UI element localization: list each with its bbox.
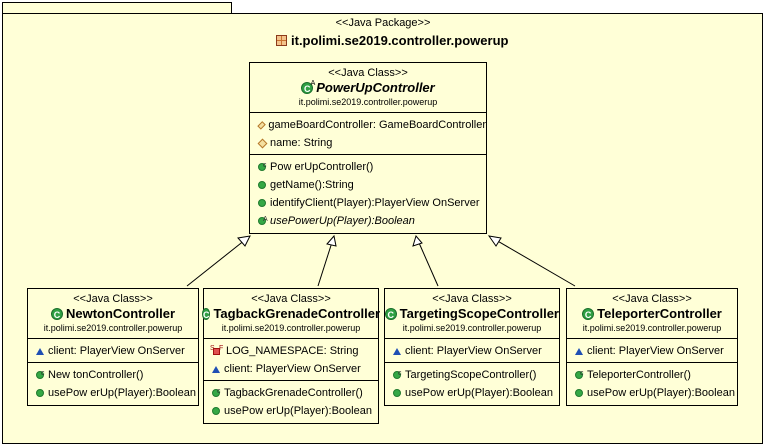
class-header: <<Java Class>> C NewtonController it.pol… — [28, 289, 198, 335]
edge-teleporter — [488, 235, 576, 287]
method-row: usePow erUp(Player):Boolean — [385, 384, 559, 402]
package-title: it.polimi.se2019.controller.powerup — [276, 33, 508, 48]
class-title: C TargetingScopeController — [385, 306, 559, 322]
attributes-section: client: PlayerView OnServer — [28, 338, 198, 362]
public-method-icon — [212, 407, 220, 415]
method-row: usePow erUp(Player):Boolean — [567, 384, 737, 402]
arrowhead-teleporter — [487, 235, 502, 247]
public-method-icon — [393, 389, 401, 397]
class-box-newtoncontroller[interactable]: <<Java Class>> C NewtonController it.pol… — [27, 288, 199, 406]
public-method-icon — [258, 181, 266, 189]
class-stereotype: <<Java Class>> — [251, 293, 331, 305]
class-package: it.polimi.se2019.controller.powerup — [402, 323, 542, 333]
class-box-targetingscopecontroller[interactable]: <<Java Class>> C TargetingScopeControlle… — [384, 288, 560, 406]
attributes-section: client: PlayerView OnServer — [385, 338, 559, 362]
package-field-icon — [575, 347, 583, 355]
method-row: usePow erUp(Player):Boolean — [204, 402, 378, 420]
static-final-field-icon: SF — [210, 345, 223, 356]
public-method-icon — [575, 389, 583, 397]
class-icon: C — [201, 308, 211, 320]
package-icon — [276, 35, 287, 46]
abstract-method-icon: A — [258, 216, 268, 225]
class-title: C TagbackGrenadeController — [201, 306, 381, 322]
protected-field-icon — [257, 120, 267, 130]
class-stereotype: <<Java Class>> — [432, 293, 512, 305]
class-box-tagbackgrenadecontroller[interactable]: <<Java Class>> C TagbackGrenadeControlle… — [201, 288, 381, 424]
arrowhead-newton — [237, 235, 251, 247]
package-field-icon — [212, 365, 220, 373]
class-package: it.polimi.se2019.controller.powerup — [221, 323, 361, 333]
attributes-section: gameBoardController: GameBoardController… — [250, 112, 486, 154]
attributes-section: client: PlayerView OnServer — [567, 338, 737, 362]
public-method-icon — [36, 389, 44, 397]
method-row: identifyClient(Player):PlayerView OnServ… — [250, 194, 486, 212]
package-stereotype: <<Java Package>> — [335, 17, 431, 29]
package-name: it.polimi.se2019.controller.powerup — [291, 33, 509, 48]
protected-field-icon — [257, 138, 268, 148]
constructor-icon: c — [393, 370, 402, 379]
package-tab — [2, 2, 232, 14]
method-row: getName():String — [250, 176, 486, 194]
class-icon: C — [50, 308, 63, 320]
class-header: <<Java Class>> C TargetingScopeControlle… — [385, 289, 559, 335]
constructor-icon: c — [212, 388, 221, 397]
attribute-row: client: PlayerView OnServer — [567, 342, 737, 360]
constructor-icon: c — [575, 370, 584, 379]
class-icon: C — [385, 308, 397, 320]
edge-newton — [186, 235, 251, 287]
attribute-row: client: PlayerView OnServer — [385, 342, 559, 360]
class-name: TeleporterController — [597, 306, 722, 321]
attribute-row: client: PlayerView OnServer — [204, 360, 378, 378]
constructor-icon: c — [258, 162, 267, 171]
class-title: C TeleporterController — [567, 306, 737, 322]
arrowhead-targeting — [412, 234, 423, 247]
method-row: usePow erUp(Player):Boolean — [28, 384, 198, 402]
attribute-row: SFLOG_NAMESPACE: String — [204, 342, 378, 360]
class-package: it.polimi.se2019.controller.powerup — [298, 97, 438, 107]
attribute-row: name: String — [250, 134, 486, 152]
attribute-row: client: PlayerView OnServer — [28, 342, 198, 360]
class-header: <<Java Class>> C TagbackGrenadeControlle… — [201, 289, 381, 335]
class-package: it.polimi.se2019.controller.powerup — [43, 323, 183, 333]
class-stereotype: <<Java Class>> — [73, 293, 153, 305]
edge-targeting — [415, 235, 439, 287]
attribute-row: gameBoardController: GameBoardController — [250, 116, 486, 134]
class-name: NewtonController — [65, 306, 176, 321]
attributes-section: SFLOG_NAMESPACE: String client: PlayerVi… — [204, 338, 378, 380]
class-title: C NewtonController — [28, 306, 198, 322]
class-header: <<Java Class>> C TeleporterController it… — [567, 289, 737, 335]
class-icon: C — [582, 308, 595, 320]
constructor-icon: c — [36, 370, 45, 379]
class-name: TagbackGrenadeController — [213, 306, 381, 321]
class-box-teleportercontroller[interactable]: <<Java Class>> C TeleporterController it… — [566, 288, 738, 406]
arrowhead-tagback — [326, 234, 337, 247]
class-name: PowerUpController — [316, 80, 435, 95]
class-stereotype: <<Java Class>> — [612, 293, 692, 305]
package-field-icon — [36, 347, 44, 355]
class-name: TargetingScopeController — [399, 306, 559, 321]
public-method-icon — [258, 199, 266, 207]
class-package: it.polimi.se2019.controller.powerup — [582, 323, 722, 333]
class-stereotype: <<Java Class>> — [328, 67, 408, 79]
package-field-icon — [393, 347, 401, 355]
